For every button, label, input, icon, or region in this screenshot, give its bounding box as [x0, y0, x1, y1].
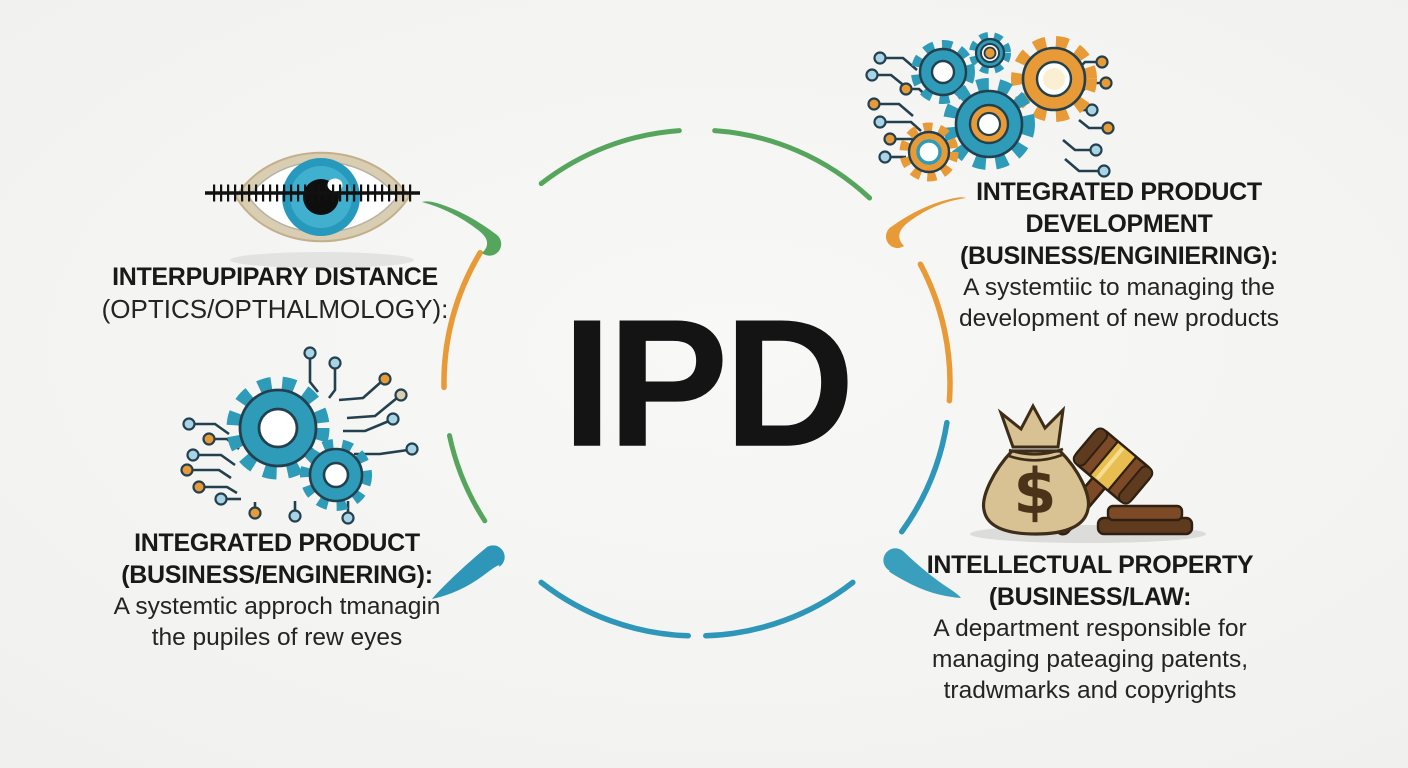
ring-pointers — [422, 197, 966, 599]
ring-arc-green-top-left — [538, 128, 682, 187]
quadrant-body-line: the pupiles of rew eyes — [151, 624, 403, 652]
circuit-traces — [191, 358, 409, 513]
money-bag-body — [981, 449, 1091, 536]
gear-teal-tiny-top — [969, 32, 1011, 74]
eye-shadow — [230, 252, 414, 268]
ring-arc-orange-right — [917, 261, 953, 404]
center-acronym: IPD — [561, 280, 855, 485]
quadrant-top-left-text: INTERPUPIPARY DISTANCE (OPTICS/OPTHALMOL… — [102, 261, 449, 326]
eye-with-ruler-icon — [205, 151, 420, 268]
ring-arc-green-lower-left — [447, 433, 488, 524]
money-bag-gavel-icon: $ — [970, 402, 1206, 543]
gavel — [1053, 427, 1154, 536]
gavel-head-cap-left — [1072, 427, 1109, 467]
ring-arc-teal-bottom-left — [538, 579, 691, 639]
pointer-swoosh-orange-top-right — [885, 197, 966, 249]
gavel-gold-band — [1088, 439, 1138, 493]
circuit-dots-right — [1085, 55, 1115, 178]
segmented-ring — [441, 128, 953, 639]
quadrant-subtitle: (OPTICS/OPTHALMOLOGY): — [101, 294, 449, 324]
quadrant-subtitle: (BUSINESS/ENGINIERING): — [959, 242, 1279, 270]
circuit-dots-left — [865, 51, 913, 164]
gear-orange-small — [899, 122, 959, 182]
pointer-swoosh-teal-bottom-left — [432, 545, 505, 599]
ring-arc-teal-bottom-right — [703, 579, 856, 639]
ring-arc-orange-left — [441, 249, 483, 391]
quadrant-subtitle: (BUSINESS/ENGINERING): — [121, 561, 433, 589]
quadrant-subtitle: (BUSINESS/LAW: — [988, 583, 1192, 611]
gavel-head-cap-right — [1117, 465, 1154, 505]
pointer-swoosh-teal-bottom-right — [883, 548, 961, 598]
quadrant-body-line: A systemtic approch tmanagin — [113, 593, 441, 620]
gear-teal-large — [226, 376, 330, 480]
quadrant-body-line: managing pateaging patents, — [931, 646, 1249, 674]
ring-arc-teal-right — [898, 419, 950, 535]
gears-circuit-icon-top-right — [865, 32, 1115, 182]
money-bag-flaps — [997, 402, 1066, 449]
quadrant-title: INTELLECTUAL PROPERTY — [926, 551, 1254, 579]
quadrant-bottom-left-text: INTEGRATED PRODUCT (BUSINESS/ENGINERING)… — [114, 527, 441, 653]
quadrant-title: INTERPUPIPARY DISTANCE — [112, 263, 438, 291]
gear-teal-center — [943, 78, 1035, 170]
quadrant-bottom-right-text: INTELLECTUAL PROPERTY (BUSINESS/LAW: A d… — [927, 549, 1254, 706]
quadrant-title: INTEGRATED PRODUCT — [976, 178, 1262, 206]
ring-arc-green-top-right — [712, 128, 873, 201]
quadrant-body-line: tradwmarks and copyrights — [943, 677, 1237, 705]
quadrant-title: INTEGRATED PRODUCT — [134, 529, 420, 557]
eye-highlight — [327, 178, 343, 192]
gears-circuit-icon-bottom-left — [180, 346, 419, 525]
quadrant-title-line2: DEVELOPMENT — [1025, 210, 1213, 238]
quadrant-body-line: A department responsible for — [933, 615, 1247, 642]
dollar-sign: $ — [1013, 455, 1056, 528]
quadrant-body-line: development of new products — [958, 305, 1280, 333]
money-bag-tie — [1008, 447, 1064, 462]
gear-teal-small-left — [911, 40, 975, 104]
quadrant-top-right-text: INTEGRATED PRODUCT DEVELOPMENT (BUSINESS… — [959, 176, 1279, 334]
gear-orange-large — [1011, 36, 1097, 122]
pointer-swoosh-green-top-left — [422, 201, 502, 256]
quadrant-body-line: A systemtiic to managing the — [963, 274, 1275, 301]
gear-teal-medium — [300, 439, 372, 511]
gavel-base-upper — [1106, 504, 1184, 522]
circuit-dots — [180, 346, 419, 525]
